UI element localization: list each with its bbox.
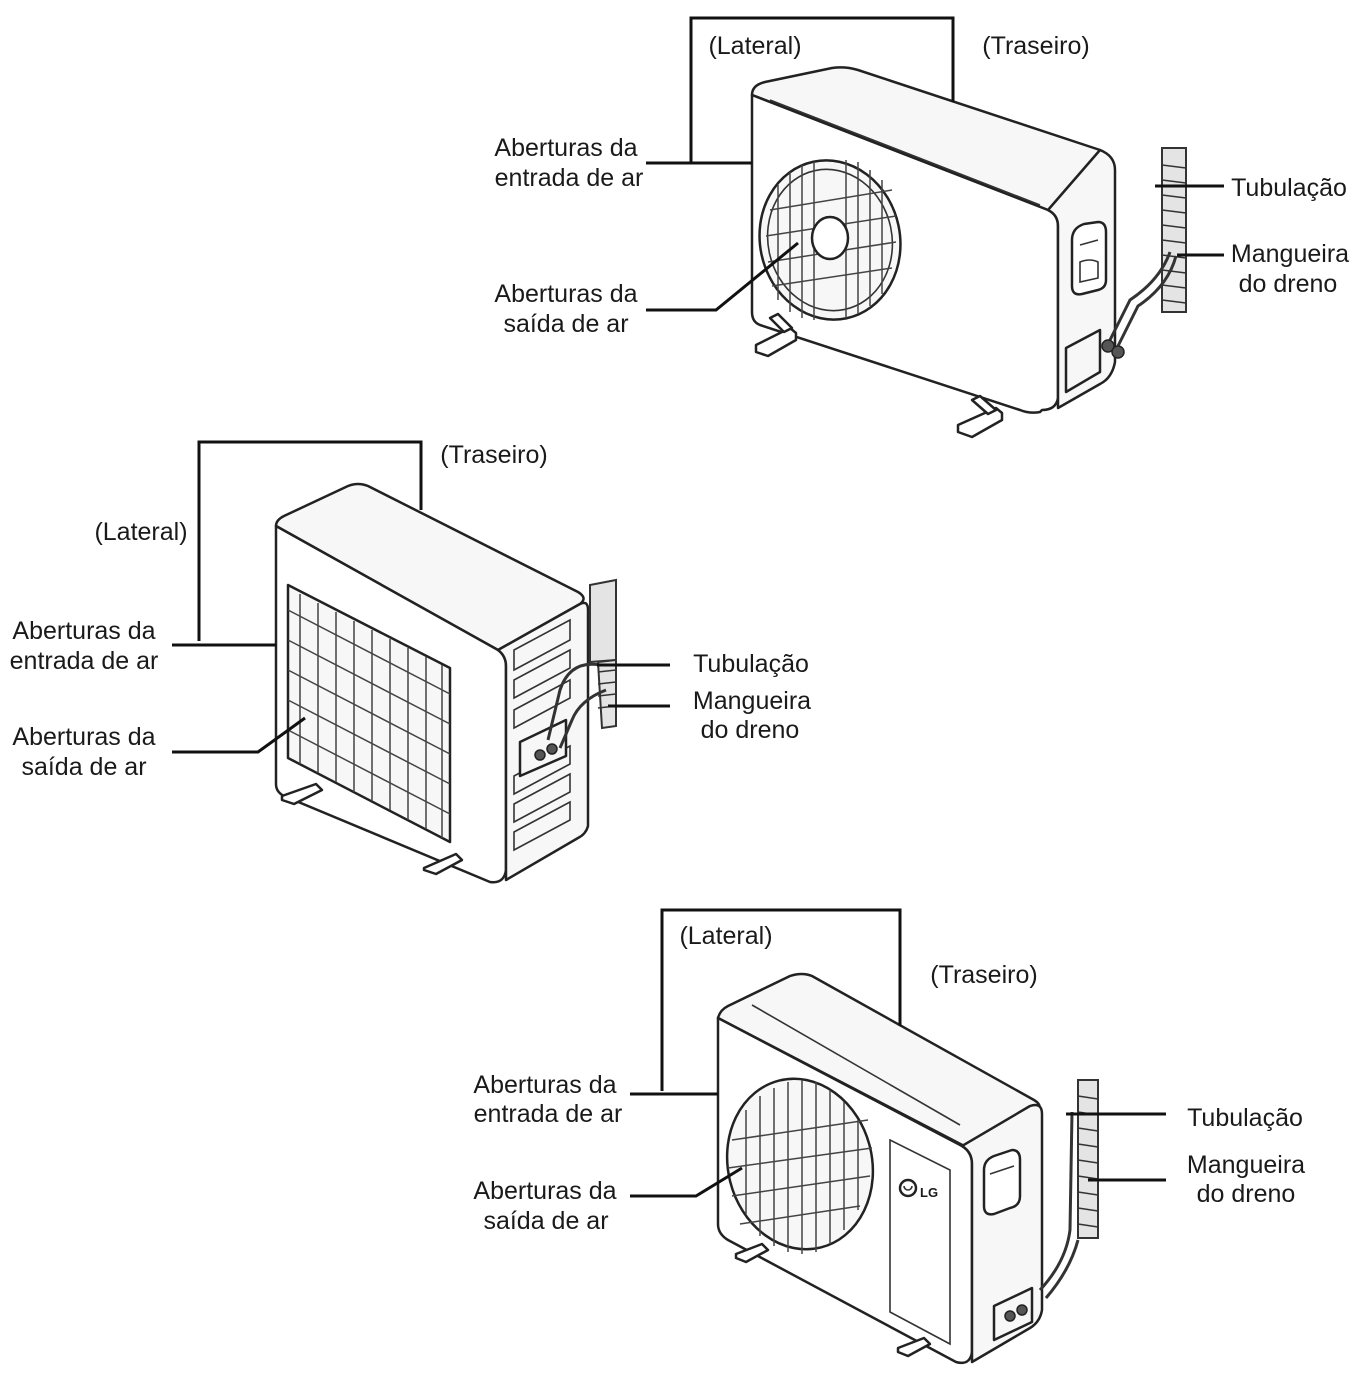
label-side-top: (Lateral) <box>708 32 801 60</box>
label-outlet-bottom-1: Aberturas da <box>473 1177 616 1205</box>
lg-logo: LG <box>898 1178 938 1200</box>
label-drain-middle-1: Mangueira <box>693 687 811 715</box>
front-panel <box>889 1138 951 1346</box>
label-outlet-middle-2: saída de ar <box>21 753 146 781</box>
leader-outlet-top <box>646 241 799 312</box>
leader-outlet-bottom <box>630 1166 743 1198</box>
pipe-bundle <box>1108 147 1187 347</box>
label-side-bottom: (Lateral) <box>679 922 772 950</box>
svg-text:LG: LG <box>920 1185 938 1200</box>
side-handle <box>982 1148 1022 1216</box>
label-inlet-bottom-2: entrada de ar <box>474 1100 623 1128</box>
label-piping-top: Tubulação <box>1231 174 1347 202</box>
label-drain-top-1: Mangueira <box>1231 240 1349 268</box>
leader-outlet-middle <box>172 716 306 754</box>
foot <box>734 1242 770 1264</box>
front-grille <box>286 583 452 844</box>
label-back-bottom: (Traseiro) <box>930 961 1037 989</box>
unit-bottom: LG (Lateral) (Traseiro) <box>473 908 1305 1365</box>
foot <box>754 326 798 358</box>
label-back-middle: (Traseiro) <box>440 441 547 469</box>
foot <box>280 782 324 806</box>
leader-side-back-top <box>689 16 955 163</box>
pipe-bundle <box>1038 1079 1099 1299</box>
leader-side-back-bottom <box>660 908 902 1091</box>
label-outlet-top-2: saída de ar <box>503 310 628 338</box>
unit-top: (Lateral) (Traseiro) Aberturas da entrad… <box>494 16 1349 439</box>
label-outlet-bottom-2: saída de ar <box>483 1207 608 1235</box>
label-drain-bottom-1: Mangueira <box>1187 1151 1305 1179</box>
side-slats <box>513 618 571 852</box>
service-panel <box>1064 328 1102 394</box>
foot <box>956 406 1004 439</box>
label-drain-middle-2: do dreno <box>701 716 800 744</box>
label-inlet-top-2: entrada de ar <box>495 164 644 192</box>
label-side-middle: (Lateral) <box>94 518 187 546</box>
label-inlet-middle-1: Aberturas da <box>12 617 155 645</box>
label-piping-middle: Tubulação <box>693 650 809 678</box>
label-drain-bottom-2: do dreno <box>1197 1180 1296 1208</box>
fan-guard <box>725 1077 875 1254</box>
label-inlet-middle-2: entrada de ar <box>10 647 159 675</box>
foot <box>422 852 464 876</box>
label-inlet-top-1: Aberturas da <box>494 134 637 162</box>
label-outlet-top-1: Aberturas da <box>494 280 637 308</box>
leader-side-back-middle <box>197 440 423 641</box>
unit-top-body <box>750 66 1187 439</box>
pipe-bundle <box>546 578 617 749</box>
label-piping-bottom: Tubulação <box>1187 1104 1303 1132</box>
unit-bottom-body: LG <box>716 972 1099 1365</box>
fan-guard <box>758 159 902 321</box>
side-handle <box>1070 220 1108 296</box>
unit-middle: (Traseiro) (Lateral) Aberturas da entrad… <box>10 440 811 884</box>
label-outlet-middle-1: Aberturas da <box>12 723 155 751</box>
label-inlet-bottom-1: Aberturas da <box>473 1071 616 1099</box>
foot <box>896 1336 932 1358</box>
label-back-top: (Traseiro) <box>982 32 1089 60</box>
unit-middle-body <box>274 482 617 884</box>
label-drain-top-2: do dreno <box>1239 270 1338 298</box>
